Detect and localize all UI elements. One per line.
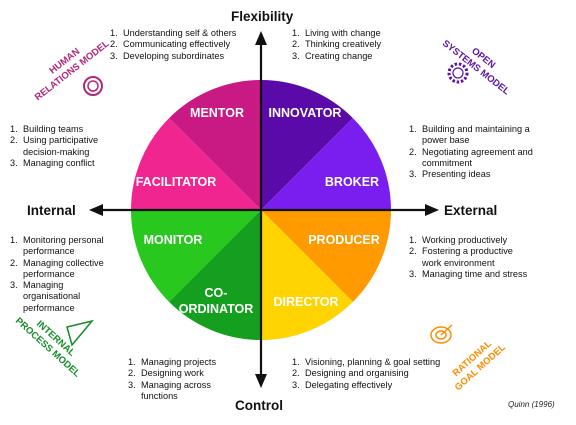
list-item: 2.Fostering a productive work environmen… (409, 246, 513, 268)
list-item: 2.Managing collective performance (10, 257, 104, 279)
list-item: 3.Managing conflict (10, 157, 95, 168)
arrow-left-icon (89, 204, 103, 216)
flexibility-axis-label: Flexibility (231, 9, 294, 24)
list-item: 3.Delegating effectively (292, 379, 393, 390)
control-axis-label: Control (235, 398, 283, 413)
mentor-segment (169, 80, 261, 210)
internal-axis-label: Internal (27, 203, 76, 218)
monitor-segment (131, 210, 261, 302)
producer-label: PRODUCER (308, 233, 380, 247)
producer-competency-list: 1.Working productively 2.Fostering a pro… (409, 235, 531, 280)
list-item: 2.Designing and organising (292, 368, 409, 379)
arrow-up-icon (255, 31, 267, 45)
mentor-competency-list: 1.Understanding self & others 2.Communic… (110, 28, 255, 62)
facilitator-label: FACILITATOR (136, 175, 217, 189)
list-item: 1.Managing projects (128, 357, 217, 367)
mentor-label: MENTOR (190, 106, 244, 120)
facilitator-segment (131, 118, 261, 210)
monitor-competency-list: 1.Monitoring personal performance 2.Mana… (10, 235, 115, 314)
coordinator-competency-list: 1.Managing projects 2.Designing work 3.M… (128, 357, 240, 402)
rational-goal-model-label: RATIONAL GOAL MODEL (451, 338, 508, 393)
arrow-right-icon (425, 204, 439, 216)
director-competency-list: 1.Visioning, planning & goal setting 2.D… (292, 357, 442, 391)
citation: Quinn (1996) (508, 400, 555, 409)
director-segment (261, 210, 353, 340)
list-item: 2.Communicating effectively (110, 39, 231, 50)
innovator-segment (261, 80, 353, 210)
axes (89, 31, 439, 388)
list-item: 3.Creating change (292, 50, 373, 61)
list-item: 2.Thinking creatively (292, 39, 382, 50)
broker-competency-list: 1.Building and maintaining a power base … (409, 124, 549, 180)
list-item: 1.Monitoring personal performance (10, 235, 104, 257)
list-item: 1.Building teams (10, 124, 84, 134)
coordinator-label-line1: CO- (205, 286, 228, 300)
director-label: DIRECTOR (273, 295, 338, 309)
arrow-down-icon (255, 374, 267, 388)
list-item: 1.Working productively (409, 235, 508, 245)
list-item: 1.Living with change (292, 28, 381, 38)
list-item: 1.Understanding self & others (110, 28, 237, 38)
list-item: 3.Managing organisational performance (10, 280, 81, 313)
list-item: 3.Presenting ideas (409, 169, 491, 180)
coordinator-segment (169, 210, 261, 340)
list-item: 2.Negotiating agreement and commitment (409, 146, 533, 168)
list-item: 2.Using participative decision-making (10, 135, 99, 157)
facilitator-competency-list: 1.Building teams 2.Using participative d… (10, 124, 115, 169)
list-item: 3.Managing across functions (128, 379, 211, 401)
external-axis-label: External (444, 203, 498, 218)
open-systems-model-label: OPEN SYSTEMS MODEL (440, 38, 512, 97)
triangle-icon (66, 319, 95, 347)
target-icon (430, 324, 453, 344)
internal-process-model-label: INTERNAL PROCESS MODEL (13, 316, 82, 380)
innovator-label: INNOVATOR (269, 106, 342, 120)
concentric-circles-icon (83, 76, 103, 96)
list-item: 3.Managing time and stress (409, 268, 528, 279)
producer-segment (261, 210, 391, 302)
monitor-label: MONITOR (144, 233, 203, 247)
list-item: 3.Developing subordinates (110, 50, 225, 61)
coordinator-label-line2: ORDINATOR (179, 302, 254, 316)
innovator-competency-list: 1.Living with change 2.Thinking creative… (292, 28, 412, 62)
list-item: 2.Designing work (128, 368, 204, 379)
broker-segment (261, 118, 391, 210)
list-item: 1.Visioning, planning & goal setting (292, 357, 441, 367)
gear-icon (447, 62, 469, 84)
broker-label: BROKER (325, 175, 379, 189)
list-item: 1.Building and maintaining a power base (409, 124, 530, 146)
